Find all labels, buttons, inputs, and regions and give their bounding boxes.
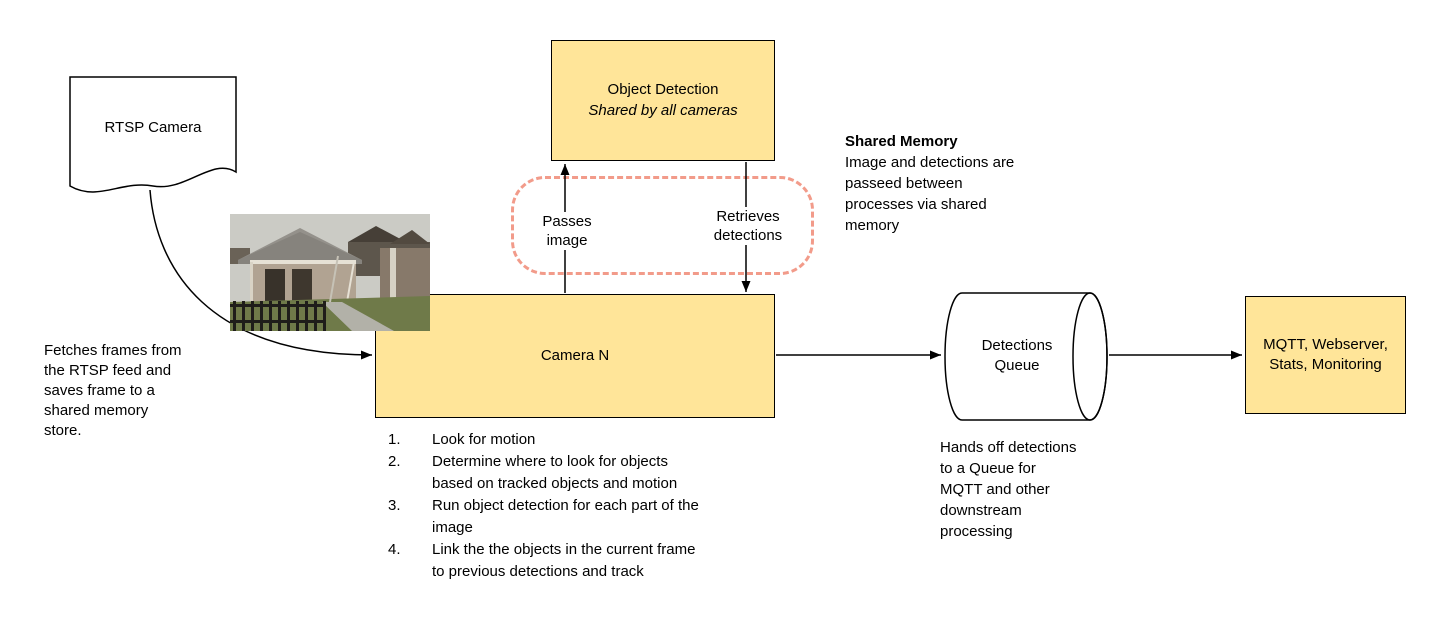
shared-memory-body: Image and detections are passeed between… [845, 154, 1015, 234]
camera-steps-list: 1. Look for motion 2. Determine where to… [380, 429, 750, 583]
shared-memory-boundary [511, 176, 814, 275]
step-number: 3. [388, 497, 401, 514]
camera-n-label: Camera N [540, 346, 610, 364]
passes-image-label: Passes image [540, 212, 594, 250]
detections-queue-label: Detections Queue [981, 337, 1053, 374]
step-number: 1. [388, 431, 401, 448]
fetch-frames-note: Fetches frames from the RTSP feed and sa… [44, 342, 182, 439]
camera-n-node: Camera N [375, 294, 775, 418]
step-text: Run object detection for each part of th… [432, 497, 699, 536]
retrieves-detections-label: Retrieves detections [711, 207, 785, 245]
step-text: Determine where to look for objects base… [432, 453, 678, 492]
shared-memory-title: Shared Memory [845, 133, 958, 150]
camera-step: 2. Determine where to look for objects b… [380, 451, 750, 495]
step-text: Link the the objects in the current fram… [432, 541, 696, 580]
camera-step: 4. Link the the objects in the current f… [380, 539, 750, 583]
backyard-scene [230, 214, 430, 331]
camera-step: 3. Run object detection for each part of… [380, 495, 750, 539]
camera-step: 1. Look for motion [380, 429, 750, 451]
step-number: 2. [388, 453, 401, 470]
outputs-node: MQTT, Webserver, Stats, Monitoring [1245, 296, 1406, 414]
step-text: Look for motion [432, 431, 536, 448]
object-detection-title: Object Detection [607, 81, 719, 99]
step-number: 4. [388, 541, 401, 558]
queue-handoff-note: Hands off detections to a Queue for MQTT… [940, 439, 1077, 540]
camera-snapshot-image [230, 214, 430, 331]
shared-memory-note: Shared Memory Image and detections are p… [845, 131, 1060, 236]
outputs-label: MQTT, Webserver, Stats, Monitoring [1263, 335, 1388, 373]
rtsp-camera-label: RTSP Camera [104, 119, 202, 136]
object-detection-node: Object Detection Shared by all cameras [551, 40, 775, 161]
object-detection-subtitle: Shared by all cameras [588, 101, 738, 119]
